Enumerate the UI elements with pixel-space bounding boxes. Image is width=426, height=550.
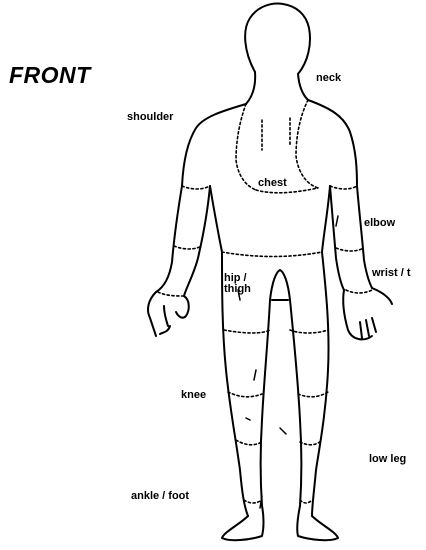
- shoulder-boundary-left: [236, 104, 256, 190]
- label-neck: neck: [316, 73, 341, 84]
- upper-arm-band-left: [182, 186, 210, 189]
- right-arm-outline: [357, 186, 372, 288]
- head-outline: [245, 4, 310, 74]
- right-leg-outline: [312, 252, 329, 516]
- label-ankle-foot: ankle / foot: [131, 491, 189, 502]
- shin-band-right: [300, 440, 322, 445]
- upper-arm-band-right: [330, 186, 357, 189]
- label-chest: chest: [258, 178, 287, 189]
- knee-band-right: [298, 392, 328, 397]
- waist-band: [222, 252, 322, 257]
- right-foot-outline: [297, 506, 338, 540]
- wrist-band-left: [158, 292, 184, 296]
- neck-outline: [246, 72, 255, 104]
- shin-band-left: [236, 440, 262, 445]
- label-elbow: elbow: [364, 218, 395, 229]
- torso-outline: [210, 186, 222, 252]
- label-hip-line2: thigh: [224, 284, 251, 295]
- left-hand-outline: [148, 292, 156, 336]
- left-arm-outline: [156, 186, 182, 292]
- shoulder-boundary-right: [296, 100, 318, 188]
- label-wrist: wrist / t: [372, 268, 411, 279]
- left-foot-outline: [222, 506, 264, 540]
- label-hip-thigh: hip / thigh: [224, 273, 251, 295]
- label-shoulder: shoulder: [127, 112, 173, 123]
- forearm-band-left: [174, 246, 202, 249]
- knee-band-left: [228, 392, 262, 397]
- view-title: FRONT: [9, 62, 91, 89]
- forearm-band-right: [336, 248, 364, 251]
- ankle-band-right: [300, 500, 312, 503]
- wrist-band-right: [346, 290, 372, 293]
- label-knee: knee: [181, 390, 206, 401]
- ankle-band-left: [244, 500, 262, 503]
- upper-thigh-band: [224, 330, 328, 333]
- label-low-leg: low leg: [369, 454, 406, 465]
